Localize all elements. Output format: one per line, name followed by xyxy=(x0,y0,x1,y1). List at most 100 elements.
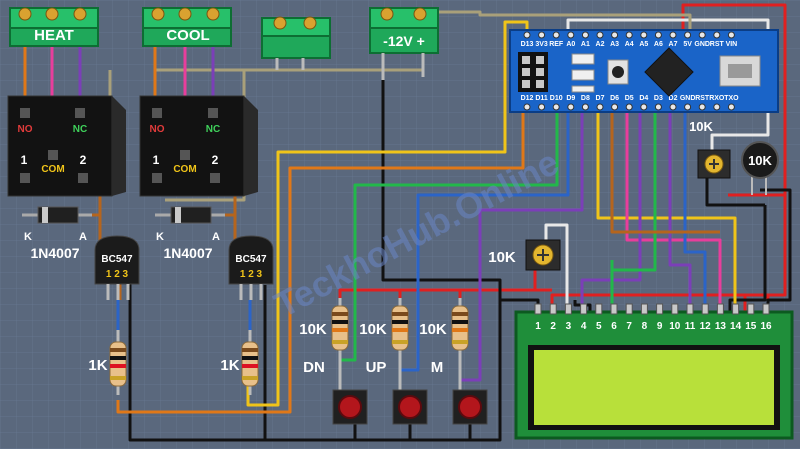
nano-top-pin: GND xyxy=(694,31,710,48)
nano-bottom-pin-label: RXO xyxy=(709,95,725,102)
relay-com-label: COM xyxy=(41,164,64,175)
lcd-pin-label: 14 xyxy=(730,321,742,332)
nano-top-pin-label: A0 xyxy=(566,41,575,48)
lcd-pin: 13 xyxy=(715,303,727,332)
lcd-pin: 2 xyxy=(549,303,557,332)
relay-heat: NO NC COM 1 2 xyxy=(7,95,126,197)
nano-top-pin: A2 xyxy=(596,31,605,48)
transistor-pins-label: 1 2 3 xyxy=(240,269,263,280)
diode-k-label: K xyxy=(156,231,164,243)
nano-bottom-pin: D4 xyxy=(639,95,648,111)
relay-com-label: COM xyxy=(173,164,196,175)
relay-no-label: NO xyxy=(150,124,165,135)
nano-bottom-pin-label: GND xyxy=(680,95,696,102)
nano-top-pin: A5 xyxy=(639,31,648,48)
lcd-pin: 6 xyxy=(610,303,618,332)
nano-bottom-pin: RXO xyxy=(709,95,725,111)
lcd-pin-label: 6 xyxy=(611,321,617,332)
nano-bottom-pin-label: D5 xyxy=(625,95,634,102)
nano-bottom-pin: D8 xyxy=(581,95,590,111)
transistor-pins-label: 1 2 3 xyxy=(106,269,129,280)
nano-top-pin-label: REF xyxy=(549,41,564,48)
lcd-pin-label: 2 xyxy=(550,321,556,332)
lcd-pin-label: 5 xyxy=(596,321,602,332)
lcd-pin-label: 7 xyxy=(626,321,632,332)
button-up[interactable]: UP xyxy=(366,359,428,425)
cool-label: COOL xyxy=(166,27,209,44)
nano-bottom-pin-label: D10 xyxy=(550,95,563,102)
nano-bottom-pin-label: D12 xyxy=(521,95,534,102)
lcd-pin-label: 9 xyxy=(657,321,663,332)
lcd-pin-label: 15 xyxy=(745,321,757,332)
nano-bottom-pin-label: TXO xyxy=(724,95,739,102)
nano-top-pin-label: RST xyxy=(710,41,725,48)
nano-bottom-pin-label: D4 xyxy=(639,95,648,102)
nano-top-pin: A3 xyxy=(610,31,619,48)
terminal-power: -12V + xyxy=(369,7,439,80)
nano-top-pin: D13 xyxy=(521,31,534,48)
nano-top-pin: A6 xyxy=(654,31,663,48)
nano-top-pin-label: D13 xyxy=(521,41,534,48)
lcd-pin: 4 xyxy=(580,303,588,332)
diode-cool: K A 1N4007 xyxy=(155,206,225,261)
resistor-value-label: 1K xyxy=(220,357,239,374)
nano-bottom-pin-label: D7 xyxy=(596,95,605,102)
button-dn[interactable]: DN xyxy=(303,359,368,425)
lcd-pin-label: 10 xyxy=(669,321,681,332)
resistor-value-label: 10K xyxy=(359,321,387,338)
relay-pin1-label: 1 xyxy=(153,153,160,167)
transistor-cool: BC547 1 2 3 xyxy=(228,235,274,300)
lcd-pin-label: 11 xyxy=(685,321,696,332)
potentiometer-contrast[interactable]: 10K xyxy=(488,239,561,271)
lcd-pin: 10 xyxy=(669,303,681,332)
lcd-pin-label: 12 xyxy=(700,321,712,332)
nano-bottom-pin: D2 xyxy=(669,95,678,111)
pot-value-label: 10K xyxy=(488,249,516,266)
diode-part-label: 1N4007 xyxy=(30,245,79,261)
transistor-part-label: BC547 xyxy=(235,254,267,265)
lcd-pin-label: 3 xyxy=(566,321,572,332)
terminal-unlabeled xyxy=(261,16,331,70)
relay-pin2-label: 2 xyxy=(212,153,219,167)
lcd-pin-label: 1 xyxy=(535,321,541,332)
lcd-pin: 14 xyxy=(730,303,742,332)
thermistor: 10K xyxy=(741,141,779,195)
nano-top-pin-label: 3V3 xyxy=(535,41,548,48)
nano-bottom-pin: D3 xyxy=(654,95,663,111)
nano-bottom-pin: D9 xyxy=(566,95,575,111)
nano-bottom-pin: D6 xyxy=(610,95,619,111)
lcd-pin: 8 xyxy=(640,303,648,332)
lcd-pin-label: 4 xyxy=(581,321,587,332)
relay-pin2-label: 2 xyxy=(80,153,87,167)
nano-bottom-pin: RST xyxy=(695,95,710,111)
resistor-value-label: 10K xyxy=(299,321,327,338)
nano-top-pin: A1 xyxy=(581,31,590,48)
nano-bottom-pin: TXO xyxy=(724,95,739,111)
nano-bottom-pin: D7 xyxy=(596,95,605,111)
resistor-base-heat: 1K xyxy=(88,330,127,395)
lcd-pin: 5 xyxy=(595,303,603,332)
nano-bottom-pin-label: D3 xyxy=(654,95,663,102)
relay-cool: NO NC COM 1 2 xyxy=(139,95,258,197)
nano-bottom-pin-label: RST xyxy=(695,95,710,102)
button-m[interactable]: M xyxy=(431,359,488,425)
nano-top-pin-label: GND xyxy=(694,41,710,48)
nano-top-pin-label: A4 xyxy=(625,41,634,48)
lcd-pin-label: 13 xyxy=(715,321,727,332)
potentiometer-sensor[interactable]: 10K xyxy=(689,119,731,179)
nano-bottom-pin-label: D11 xyxy=(535,95,548,102)
nano-top-pin-label: A6 xyxy=(654,41,663,48)
lcd-pin: 16 xyxy=(760,303,772,332)
nano-bottom-pin-label: D8 xyxy=(581,95,590,102)
nano-bottom-pin-label: D9 xyxy=(566,95,575,102)
terminal-heat: HEAT xyxy=(9,7,99,47)
nano-top-pin-label: A2 xyxy=(596,41,605,48)
lcd-pin: 12 xyxy=(700,303,712,332)
resistor-pull-dn: 10K xyxy=(299,298,349,360)
thermistor-label: 10K xyxy=(748,153,772,168)
